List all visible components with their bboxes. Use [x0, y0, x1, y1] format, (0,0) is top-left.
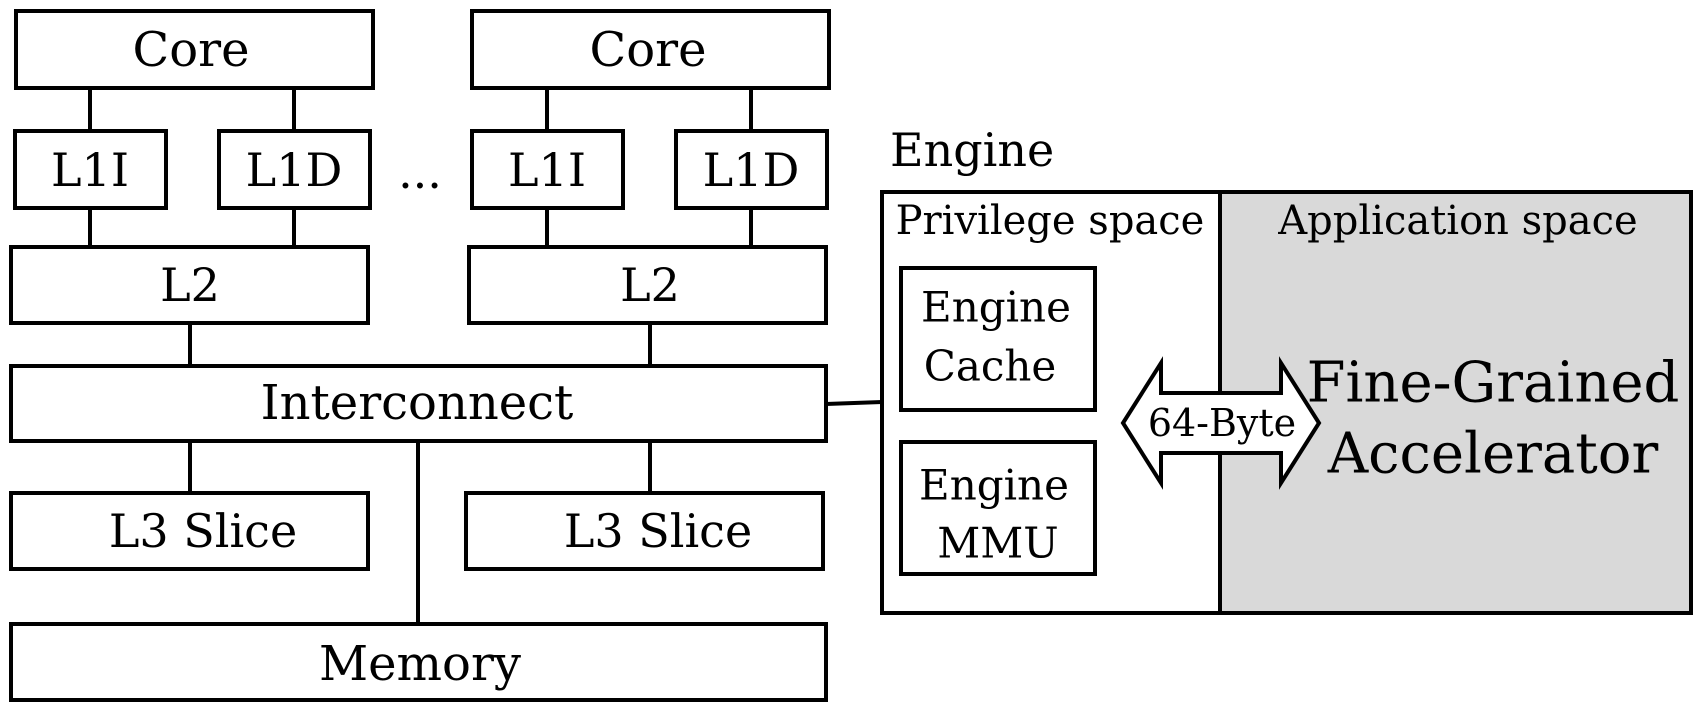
core-box-right: [470, 9, 831, 90]
core-box-left: [14, 9, 375, 90]
l3-slice-label-left: L3 Slice: [109, 504, 297, 558]
memory-box: [9, 622, 828, 702]
l2-box-right: [467, 245, 828, 325]
engine-mmu-label-line2: MMU: [937, 519, 1058, 568]
l3-slice-label-right: L3 Slice: [564, 504, 752, 558]
arrow-label: 64-Byte: [1148, 401, 1296, 445]
bidirectional-arrow-icon: [1120, 356, 1322, 490]
engine: Engine Privilege space Application space…: [880, 123, 1693, 615]
engine-cache-box: [899, 266, 1097, 412]
l1i-box-right: [470, 129, 625, 210]
l2-label-right: L2: [620, 258, 680, 312]
engine-mmu-box: [899, 440, 1097, 576]
accelerator-label-line2: Accelerator: [1327, 422, 1659, 487]
l1d-box-left: [217, 129, 372, 210]
wire-interconnect-engine: [825, 400, 883, 406]
wires: [88, 88, 883, 624]
l2-label-left: L2: [160, 258, 220, 312]
l1i-label-left: L1I: [51, 143, 129, 197]
l3-slice-box-left: [9, 491, 370, 571]
interconnect-label: Interconnect: [261, 375, 574, 431]
accelerator-label-line1: Fine-Grained: [1307, 351, 1680, 416]
l1d-label-right: L1D: [703, 143, 800, 197]
l1d-label-left: L1D: [246, 143, 343, 197]
ellipsis: ...: [398, 145, 442, 199]
core-label-right: Core: [590, 22, 707, 78]
memory-label: Memory: [319, 636, 521, 692]
privilege-space-label: Privilege space: [896, 198, 1205, 244]
engine-mmu-label-line1: Engine: [919, 461, 1069, 510]
core-cluster-left: Core L1I L1D L2: [9, 9, 375, 325]
interconnect-box: [9, 364, 828, 443]
l1i-label-right: L1I: [508, 143, 586, 197]
engine-cache-label-line1: Engine: [921, 283, 1071, 332]
l3-slice-box-right: [464, 491, 825, 571]
engine-title: Engine: [890, 123, 1054, 177]
l2-box-left: [9, 245, 370, 325]
l1i-box-left: [13, 129, 168, 210]
core-cluster-right: Core L1I L1D L2: [467, 9, 831, 325]
l1d-box-right: [674, 129, 829, 210]
application-space-label: Application space: [1277, 198, 1637, 244]
core-label-left: Core: [133, 22, 250, 78]
engine-cache-label-line2: Cache: [924, 342, 1057, 391]
